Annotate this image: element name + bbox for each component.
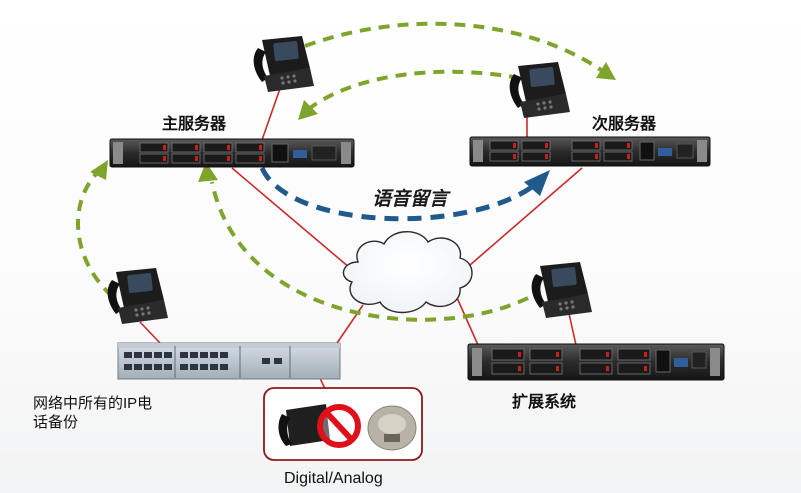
link-primary-cloud [231, 167, 351, 269]
prohibited-sign-icon [317, 404, 361, 448]
arrow-phone3-to-primary [76, 168, 114, 298]
ip-desk-phone-icon [107, 268, 168, 324]
link-phone3-gateway [139, 321, 161, 344]
secondary-server-label: 次服务器 [592, 114, 657, 133]
ip-desk-phone-icon [509, 62, 570, 118]
arrow-phone4-to-primary [210, 181, 529, 322]
ip-desk-phone-icon [531, 262, 592, 318]
link-secondary-cloud [469, 167, 583, 266]
analog-phone-icon [367, 405, 417, 451]
arrowhead-primary-mid [198, 162, 218, 182]
rack-server-icon [469, 136, 711, 167]
voicemail-label: 语音留言 [372, 188, 449, 210]
digital-phone-icon [278, 404, 330, 446]
voicemail-arrow [259, 166, 538, 222]
primary-server-label: 主服务器 [162, 114, 227, 133]
rack-server-icon [109, 138, 355, 168]
digital-analog-box [263, 387, 423, 461]
digital-analog-label: Digital/Analog [284, 470, 383, 487]
arrowhead-primary-left [90, 160, 108, 180]
ip-phone-backup-label: 网络中所有的IP电话备份 [33, 395, 153, 431]
voicemail-arrowhead [524, 170, 550, 196]
network-cloud-icon [342, 231, 473, 314]
expansion-system-label: 扩展系统 [512, 392, 577, 411]
media-gateway-icon [117, 342, 341, 380]
failover-arrows [76, 21, 606, 322]
rack-server-icon [467, 343, 725, 381]
arrow-phone1-to-secondary [304, 21, 606, 74]
arrowhead-secondary [596, 62, 616, 80]
arrow-phone2-to-primary [303, 69, 521, 114]
arrowhead-primary-top [298, 100, 318, 120]
